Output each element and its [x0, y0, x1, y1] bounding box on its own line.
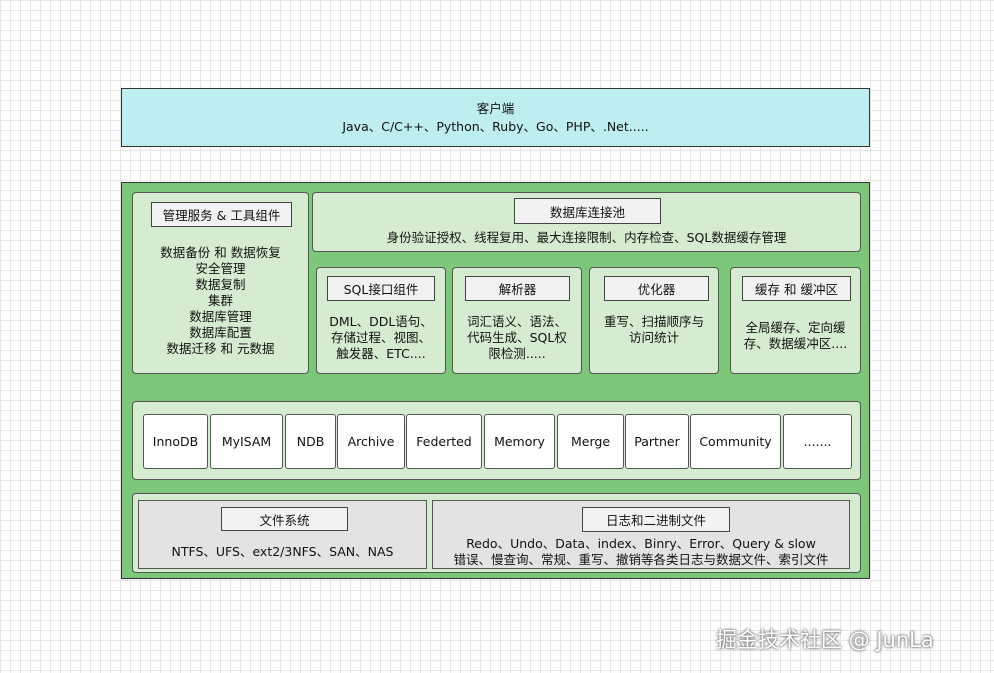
engine-innodb: InnoDB	[143, 414, 208, 469]
cache-buffer-panel: 缓存 和 缓冲区 全局缓存、定向缓 存、数据缓冲区....	[730, 267, 861, 374]
management-tools-list: 数据备份 和 数据恢复 安全管理 数据复制 集群 数据库管理 数据库配置 数据迁…	[133, 245, 308, 357]
list-item: 数据复制	[195, 277, 246, 292]
connection-pool-desc: 身份验证授权、线程复用、最大连接限制、内存检查、SQL数据缓存管理	[386, 230, 787, 245]
engine-merge: Merge	[557, 414, 624, 469]
client-title: 客户端	[476, 100, 515, 116]
list-item: 集群	[207, 293, 233, 308]
log-files-panel: 日志和二进制文件 Redo、Undo、Data、index、Binry、Erro…	[432, 500, 850, 569]
desc-line: 错误、慢查询、常规、重写、撤销等各类日志与数据文件、索引文件	[453, 552, 829, 567]
optimizer-panel: 优化器 重写、扫描顺序与 访问统计	[589, 267, 719, 374]
storage-engines-panel: InnoDB MyISAM NDB Archive Federted Memor…	[132, 401, 861, 480]
desc-line: 限检测.....	[488, 346, 546, 361]
engine-more: .......	[783, 414, 852, 469]
optimizer-title: 优化器	[604, 276, 709, 301]
watermark: 掘金技术社区 @ JunLa	[716, 628, 934, 652]
desc-line: 词汇语义、语法、	[466, 314, 567, 329]
engine-ndb: NDB	[285, 414, 336, 469]
parser-title: 解析器	[465, 276, 570, 301]
list-item: 数据迁移 和 元数据	[166, 341, 275, 356]
engine-community: Community	[690, 414, 781, 469]
parser-panel: 解析器 词汇语义、语法、 代码生成、SQL权 限检测.....	[452, 267, 582, 374]
file-system-desc: NTFS、UFS、ext2/3NFS、SAN、NAS	[171, 544, 394, 559]
engine-partner: Partner	[625, 414, 689, 469]
client-languages: Java、C/C++、Python、Ruby、Go、PHP、.Net.....	[342, 118, 649, 134]
desc-line: DML、DDL语句、	[329, 314, 433, 329]
file-layer-panel: 文件系统 NTFS、UFS、ext2/3NFS、SAN、NAS 日志和二进制文件…	[132, 493, 861, 573]
log-files-desc: Redo、Undo、Data、index、Binry、Error、Query &…	[433, 536, 849, 568]
list-item: 数据备份 和 数据恢复	[160, 245, 281, 260]
desc-line: 存、数据缓冲区....	[743, 336, 848, 351]
list-item: 数据库配置	[189, 325, 252, 340]
desc-line: 存储过程、视图、	[330, 330, 431, 345]
sql-interface-panel: SQL接口组件 DML、DDL语句、 存储过程、视图、 触发器、ETC....	[316, 267, 446, 374]
management-tools-title: 管理服务 & 工具组件	[151, 202, 292, 227]
optimizer-desc: 重写、扫描顺序与 访问统计	[590, 314, 718, 346]
file-system-panel: 文件系统 NTFS、UFS、ext2/3NFS、SAN、NAS	[138, 500, 427, 569]
desc-line: 重写、扫描顺序与	[603, 314, 704, 329]
cache-buffer-title: 缓存 和 缓冲区	[742, 276, 851, 301]
engine-myisam: MyISAM	[210, 414, 283, 469]
engine-archive: Archive	[337, 414, 405, 469]
engine-memory: Memory	[484, 414, 555, 469]
file-system-title: 文件系统	[221, 507, 348, 531]
management-tools-panel: 管理服务 & 工具组件 数据备份 和 数据恢复 安全管理 数据复制 集群 数据库…	[132, 192, 309, 374]
desc-line: 访问统计	[628, 330, 679, 345]
connection-pool-panel: 数据库连接池 身份验证授权、线程复用、最大连接限制、内存检查、SQL数据缓存管理	[312, 192, 861, 252]
desc-line: 全局缓存、定向缓	[745, 320, 846, 335]
sql-interface-desc: DML、DDL语句、 存储过程、视图、 触发器、ETC....	[317, 314, 445, 362]
cache-buffer-desc: 全局缓存、定向缓 存、数据缓冲区....	[731, 320, 860, 352]
desc-line: Redo、Undo、Data、index、Binry、Error、Query &…	[466, 536, 816, 551]
desc-line: 触发器、ETC....	[336, 346, 426, 361]
list-item: 安全管理	[195, 261, 246, 276]
log-files-title: 日志和二进制文件	[582, 507, 730, 532]
client-layer: 客户端 Java、C/C++、Python、Ruby、Go、PHP、.Net..…	[121, 88, 870, 147]
parser-desc: 词汇语义、语法、 代码生成、SQL权 限检测.....	[453, 314, 581, 362]
sql-interface-title: SQL接口组件	[327, 276, 435, 301]
list-item: 数据库管理	[189, 309, 252, 324]
desc-line: 代码生成、SQL权	[467, 330, 567, 345]
connection-pool-title: 数据库连接池	[514, 198, 661, 224]
engine-federted: Federted	[406, 414, 482, 469]
mysql-server-layer: 管理服务 & 工具组件 数据备份 和 数据恢复 安全管理 数据复制 集群 数据库…	[121, 182, 870, 579]
